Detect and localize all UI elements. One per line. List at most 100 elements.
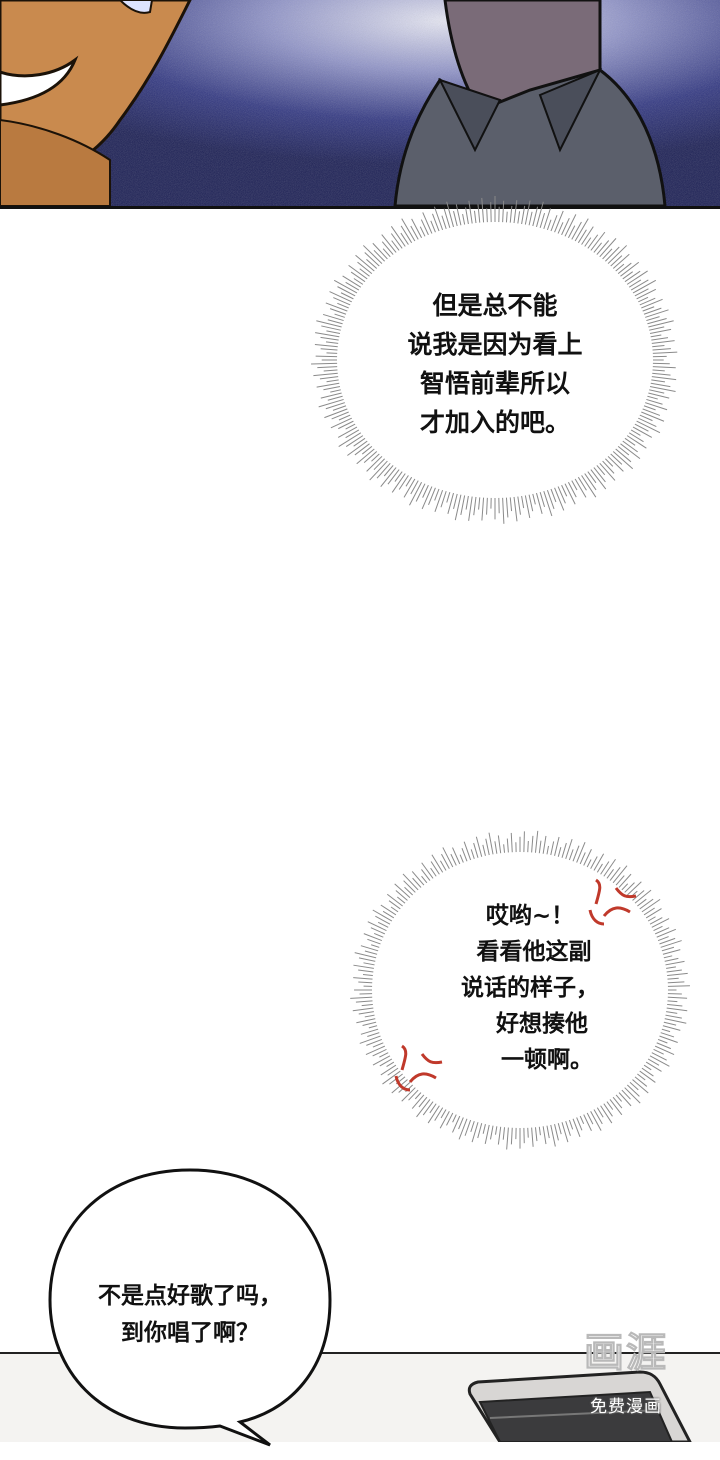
bubble-spike [660,986,690,987]
bubble-spike [440,1104,453,1128]
bubble-spike [419,1091,432,1107]
bubble-spike [555,222,563,241]
bubble-spike [365,1014,383,1017]
bubble-spike [556,1116,561,1135]
bubble-spike [474,211,476,231]
bubble-spike [382,235,401,259]
bubble-spike [435,482,442,501]
bubble-spike [655,950,680,957]
bubble-spike [574,230,586,250]
bubble-spike [565,226,575,245]
bubble-spike [612,263,631,279]
bubble-spike [441,1103,450,1118]
bubble-spike [358,970,381,973]
bubble-spike [653,941,682,950]
bubble-spike [607,446,632,469]
bubble-spike [474,843,481,865]
bubble-spike [542,836,546,862]
bubble-spike [363,245,387,269]
bubble-spike [556,847,561,864]
bubble-spike [545,483,554,509]
bubble-spike [401,226,416,250]
bubble-spike [596,1099,612,1123]
bubble-spike [374,933,390,940]
bubble-spike [577,852,585,871]
bubble-spike [487,490,488,515]
bubble-spike [586,232,605,257]
bubble-spike [495,841,498,861]
bubble-spike [363,1020,384,1025]
bubble-spike [506,490,508,518]
bubble-spike [534,485,542,513]
bubble-spike [466,207,470,231]
bubble-spike [651,937,669,944]
watermark: 画涯 免费漫画 [566,1318,686,1418]
bubble-spike [446,1106,456,1126]
bubble-spike [423,1095,437,1115]
bubble-spike [555,479,566,503]
bubble-spike [486,839,491,863]
bubble-spike [353,978,380,980]
bubble-spike [524,488,530,518]
bubble-spike [463,214,467,232]
bubble-spike [511,1120,512,1145]
bubble-spike [349,265,374,283]
bubble-spike [411,226,422,246]
bubble-spike [602,451,623,472]
bubble-spike [435,1101,447,1121]
bubble-spike [656,956,672,960]
bubble-spike [570,846,579,869]
bubble-spike [383,249,395,263]
bubble-spike [464,842,473,868]
bubble-spike [482,490,484,521]
bubble-spike [589,461,605,482]
bubble-line: 说话的样子， [410,970,650,1006]
bubble-spike [568,474,577,490]
bubble-spike [538,1119,540,1135]
bubble-spike [373,1046,394,1056]
bubble-spike [535,831,538,861]
thought-bubble-2-text: 哎哟~！ 看看他这副 说话的样子， 好想揍他 一顿啊。 [410,898,650,1078]
top-comic-panel [0,0,720,209]
bubble-spike [453,1107,460,1122]
bubble-spike [392,467,410,492]
bubble-spike [538,841,541,861]
bubble-spike [538,485,545,507]
bubble-spike [442,216,449,237]
bubble-spike [362,441,378,454]
bubble-spike [374,250,390,267]
bubble-spike [531,1120,533,1147]
bubble-spike [596,861,609,880]
bubble-spike [423,212,435,240]
bubble-spike [568,222,582,246]
bubble-spike [367,939,388,946]
bubble-spike [387,894,409,911]
bubble-spike [364,934,389,944]
bubble-spike [432,214,441,239]
bubble-spike [483,1116,487,1133]
bubble-spike [382,242,398,261]
bubble-spike [531,486,535,504]
bubble-spike [594,457,615,480]
bubble-spike [391,907,405,916]
bubble-spike [469,489,474,521]
bubble-spike [610,264,624,276]
bubble-spike [389,901,407,914]
bubble-spike [454,211,460,234]
bubble-spike [524,831,525,860]
bubble-spike [517,489,521,515]
bubble-spike [363,975,381,977]
bubble-spike [600,247,619,267]
bubble-spike [531,836,533,861]
bubble-spike [360,1033,388,1043]
bubble-spike [657,958,678,963]
bubble-spike [498,835,501,861]
bubble-spike [577,1109,584,1124]
watermark-subtitle: 免费漫画 [566,1392,686,1417]
bubble-spike [590,1103,602,1124]
bubble-spike [431,221,439,240]
bubble-spike [605,867,620,887]
bubble-spike [432,855,447,879]
bubble-spike [656,1020,676,1025]
bubble-spike [366,1037,389,1046]
